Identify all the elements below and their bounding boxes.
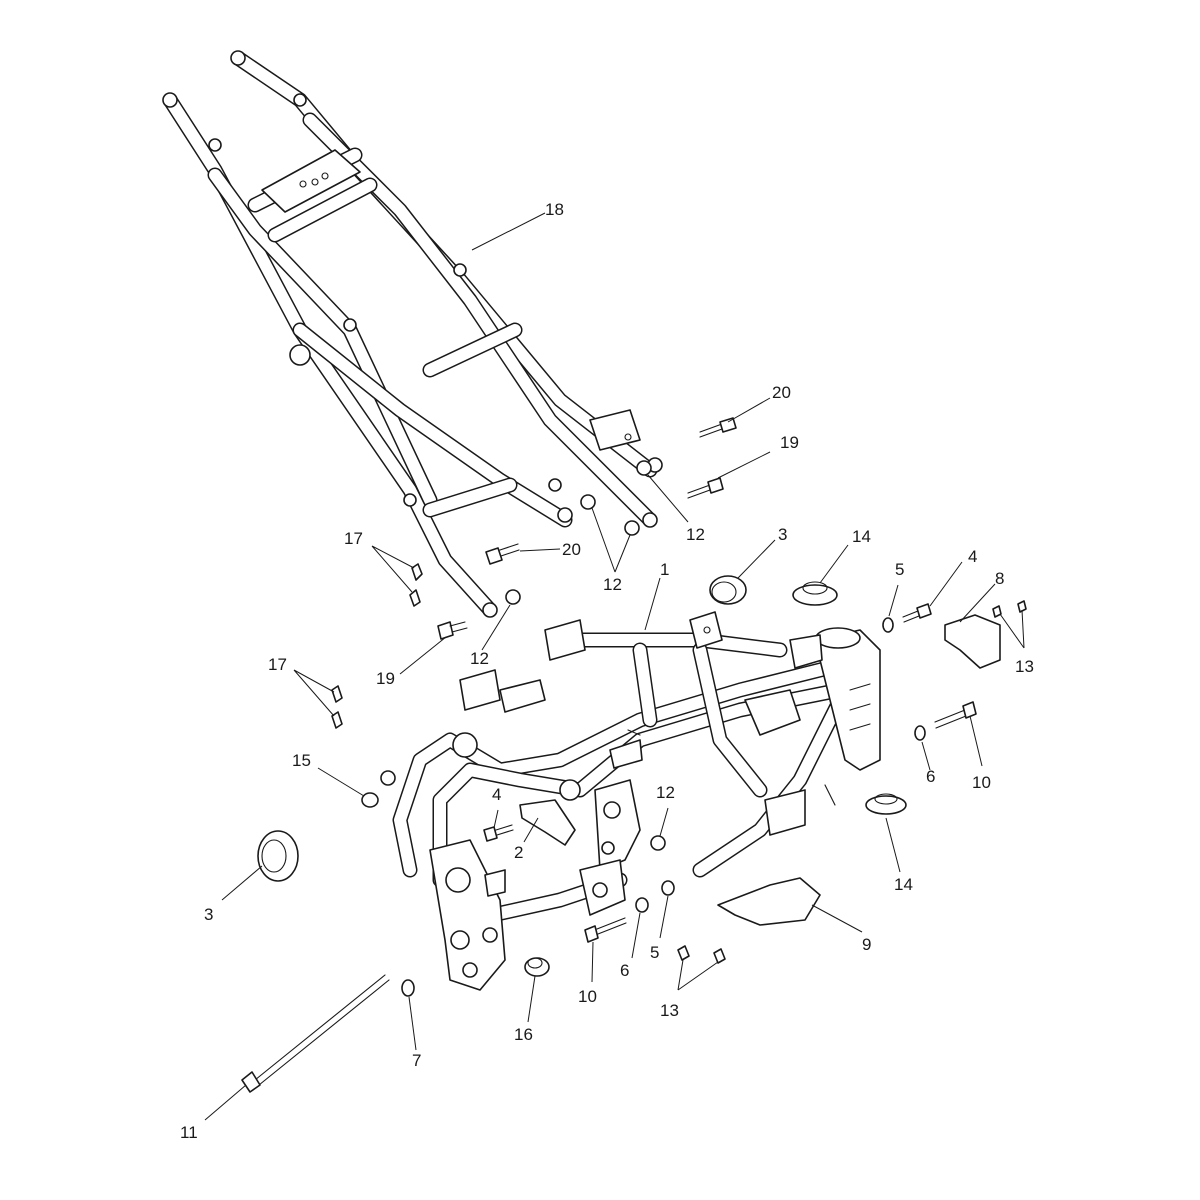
nut-12-a: [636, 460, 652, 476]
callout-11: 11: [180, 1123, 198, 1142]
rear-subframe: [162, 50, 663, 618]
spindle-11: [241, 974, 390, 1093]
callout-12-upper-right: 12: [686, 525, 705, 544]
clip-17-a: [411, 563, 423, 581]
callout-16: 16: [514, 1025, 533, 1044]
bolt-10-right: [934, 701, 977, 729]
bearing-3-left: [257, 830, 299, 882]
callout-17-upper: 17: [344, 529, 363, 548]
washer-6-lower: [635, 897, 649, 913]
bearing-14-lower: [865, 793, 907, 815]
callout-20-lower: 20: [562, 540, 581, 559]
callout-labels: 18 20 19 12 3 14 5 4 8 13 17 20 12 1 19 …: [180, 200, 1034, 1142]
callout-10-lower: 10: [578, 987, 597, 1006]
leader-lines: [204, 212, 1025, 1121]
callout-8: 8: [995, 569, 1004, 588]
callout-14-lower: 14: [894, 875, 913, 894]
bolt-4-lower: [483, 824, 514, 842]
callout-14-upper: 14: [852, 527, 871, 546]
bolt-19-upper: [687, 477, 724, 499]
clip-13-c: [677, 945, 690, 961]
callout-4-lower: 4: [492, 785, 501, 804]
callout-6-lower: 6: [620, 961, 629, 980]
washer-5-lower: [661, 880, 675, 896]
clip-13-d: [713, 948, 726, 964]
clip-13-b: [1017, 600, 1027, 613]
callout-12-upper-mid: 12: [603, 575, 622, 594]
callout-17-lower: 17: [268, 655, 287, 674]
bracket-9: [717, 877, 821, 926]
callout-5-lower: 5: [650, 943, 659, 962]
clip-17-d: [331, 711, 343, 729]
callout-2: 2: [514, 843, 523, 862]
clip-17-c: [331, 685, 343, 703]
callout-9: 9: [862, 935, 871, 954]
callout-6-right: 6: [926, 767, 935, 786]
bolt-19-lower: [437, 621, 468, 640]
bolt-20-upper: [699, 417, 737, 438]
washer-6-right: [914, 725, 926, 741]
nut-12-b: [580, 494, 596, 510]
callout-3-upper: 3: [778, 525, 787, 544]
callout-3-lower: 3: [204, 905, 213, 924]
nut-12-e: [650, 835, 666, 851]
nut-12-d: [505, 589, 521, 605]
callout-7: 7: [412, 1051, 421, 1070]
bolt-10-lower: [584, 917, 627, 943]
bracket-2: [519, 799, 576, 846]
callout-4-upper: 4: [968, 547, 977, 566]
washer-5-upper: [882, 617, 894, 633]
bearing-14-upper: [792, 581, 838, 606]
nut-12-c: [624, 520, 640, 536]
plug-16: [524, 957, 550, 977]
bush-15: [361, 792, 379, 808]
callout-18: 18: [545, 200, 564, 219]
callout-20-upper: 20: [772, 383, 791, 402]
bolt-4-upper: [902, 603, 932, 623]
clip-17-b: [409, 589, 421, 607]
main-frame: [380, 611, 881, 991]
callout-12-lower: 12: [656, 783, 675, 802]
callout-19-lower: 19: [376, 669, 395, 688]
cap-3-upper: [709, 575, 747, 605]
callout-1: 1: [660, 560, 669, 579]
washer-7: [401, 979, 415, 997]
callout-13-upper: 13: [1015, 657, 1034, 676]
callout-5-upper: 5: [895, 560, 904, 579]
callout-19-upper: 19: [780, 433, 799, 452]
bracket-8: [944, 614, 1001, 669]
callout-13-lower: 13: [660, 1001, 679, 1020]
bolt-20-lower: [485, 543, 520, 565]
clip-13-a: [992, 605, 1002, 618]
callout-15: 15: [292, 751, 311, 770]
callout-10-right: 10: [972, 773, 991, 792]
callout-12-left: 12: [470, 649, 489, 668]
